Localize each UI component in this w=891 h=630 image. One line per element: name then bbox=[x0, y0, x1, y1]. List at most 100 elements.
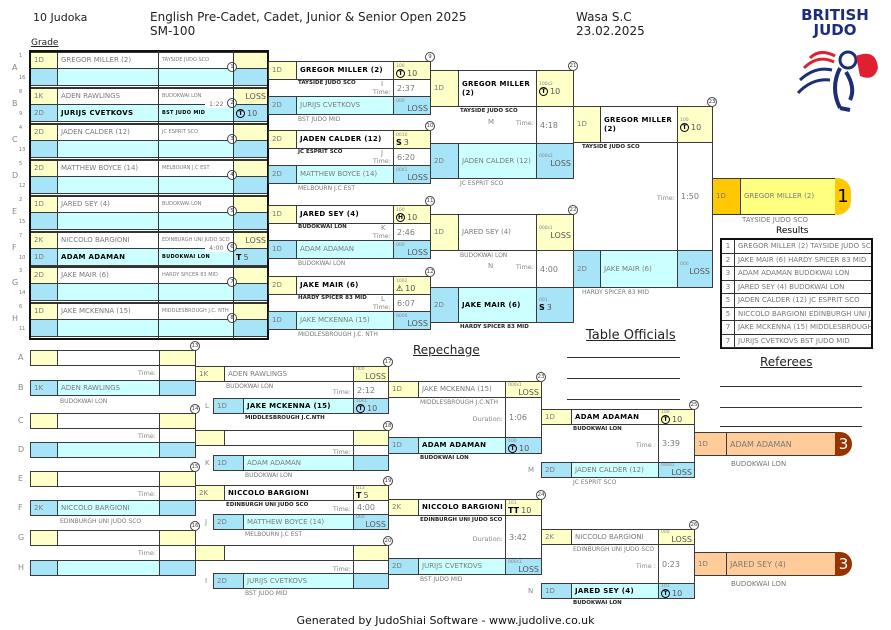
score-value: 10 bbox=[691, 122, 702, 132]
competitor-name: JADEN CALDER (12) bbox=[296, 130, 394, 149]
grade-cell: 1D bbox=[541, 409, 572, 425]
score-cell bbox=[159, 560, 196, 576]
round1-frame bbox=[29, 50, 269, 340]
competitor-name: JAKE MAIR (6) bbox=[600, 250, 678, 288]
judoka-count: 10 Judoka bbox=[33, 11, 88, 24]
club-name: HARDY SPICER 83 MID bbox=[460, 324, 529, 330]
score-code: 000 bbox=[661, 530, 670, 535]
referee-line bbox=[720, 426, 862, 427]
seed-number: 7 bbox=[19, 233, 23, 239]
time-label: Time: bbox=[372, 157, 391, 165]
club-name: MELBOURN J.C EST bbox=[298, 185, 356, 192]
score-cell bbox=[159, 471, 196, 487]
table-official-line bbox=[567, 399, 680, 400]
winner-club: TAYSIDE JUDO SCO bbox=[742, 216, 808, 224]
score-code: 100 bbox=[508, 438, 517, 444]
pool-letter: A bbox=[18, 353, 24, 362]
bracket-line bbox=[30, 51, 268, 53]
score-code: 000s1 bbox=[539, 225, 553, 231]
grade-cell: 2D bbox=[430, 143, 459, 179]
pool-letter: D bbox=[18, 445, 25, 454]
match-number: 20 bbox=[383, 536, 393, 546]
score-line bbox=[162, 504, 193, 513]
pool-letter: E bbox=[18, 474, 24, 483]
grade-cell: 2D bbox=[268, 96, 297, 115]
score-value: LOSS bbox=[671, 535, 692, 544]
score-code: 100 bbox=[396, 63, 405, 69]
time-label: Time: bbox=[332, 448, 351, 456]
winner-grade: 1D bbox=[712, 178, 741, 215]
referees-title: Referees bbox=[760, 355, 813, 369]
bracket-line bbox=[30, 159, 268, 161]
competitor-name: JADEN CALDER (12) bbox=[571, 462, 659, 478]
bracket-line bbox=[158, 51, 159, 339]
score-mark-icon: T bbox=[356, 404, 365, 413]
club-name: BUDOKWAI LON bbox=[460, 252, 508, 259]
score-mark-icon: TT bbox=[508, 505, 520, 515]
result-name: GREGOR MILLER (2) TAYSIDE JUDO SCO bbox=[738, 242, 873, 251]
pool-letter: H bbox=[12, 314, 19, 323]
competitor-name: ADAM ADAMAN bbox=[418, 437, 506, 454]
logo-text: BRITISH JUDO bbox=[801, 6, 869, 39]
time-label: Time: bbox=[515, 263, 534, 271]
match-time: 2:46 bbox=[393, 223, 431, 241]
score-line bbox=[356, 459, 386, 468]
match-number: 3 bbox=[227, 134, 237, 144]
score-code: 0010 bbox=[396, 132, 408, 138]
club-name: MIDDLESBROUGH J.C.NTH bbox=[245, 415, 325, 421]
score-line bbox=[162, 475, 193, 484]
competitor-name: GREGOR MILLER (2) bbox=[600, 106, 678, 143]
referee-line bbox=[720, 407, 862, 408]
match-time bbox=[159, 486, 196, 501]
score-cell bbox=[159, 413, 196, 429]
match-time: 2:12 bbox=[353, 381, 389, 399]
match-letter: K bbox=[381, 224, 386, 232]
score-line: LOSS bbox=[396, 173, 428, 182]
winner-place-badge: 1 bbox=[835, 178, 851, 215]
grade-cell: 1D bbox=[430, 70, 459, 107]
competitor-name: GREGOR MILLER (2) bbox=[296, 61, 394, 80]
match-number: 5 bbox=[227, 206, 237, 216]
pool-letter: C bbox=[12, 135, 18, 144]
time-label: Time: bbox=[137, 432, 156, 440]
match-number: 10 bbox=[425, 121, 435, 131]
grade-cell: 2D bbox=[573, 250, 601, 288]
score-code: 000 bbox=[396, 242, 405, 248]
result-rank: 7 bbox=[722, 321, 735, 334]
score-code: 000s1 bbox=[661, 463, 675, 468]
pool-letter: A bbox=[12, 63, 18, 72]
match-number: 11 bbox=[425, 196, 435, 206]
score-mark-icon: T bbox=[661, 589, 670, 598]
bronze-grade: 1D bbox=[694, 552, 727, 576]
competitor-name bbox=[57, 471, 160, 487]
score-value: LOSS bbox=[550, 159, 571, 168]
club-name: EDINBURGH UNI JUDO SCO bbox=[573, 546, 655, 553]
pool-letter: B bbox=[12, 99, 18, 108]
bracket-line bbox=[30, 231, 268, 233]
score-code: 100 bbox=[661, 410, 670, 415]
score-mark-icon: T bbox=[396, 68, 405, 78]
match-letter: K bbox=[205, 459, 210, 467]
match-time: 0:23 bbox=[658, 544, 695, 584]
grade-cell: 2D bbox=[388, 558, 419, 575]
score-cell bbox=[353, 545, 389, 561]
score-line: LOSS bbox=[396, 248, 428, 257]
score-code: 001 bbox=[539, 298, 548, 303]
club-name: BUDOKWAI LON bbox=[226, 383, 274, 390]
match-number: 12 bbox=[425, 267, 435, 277]
grade-cell: 2D bbox=[268, 165, 297, 184]
match-number: 4 bbox=[227, 170, 237, 180]
result-name: JURIJS CVETKOVS BST JUDO MID bbox=[738, 336, 850, 345]
